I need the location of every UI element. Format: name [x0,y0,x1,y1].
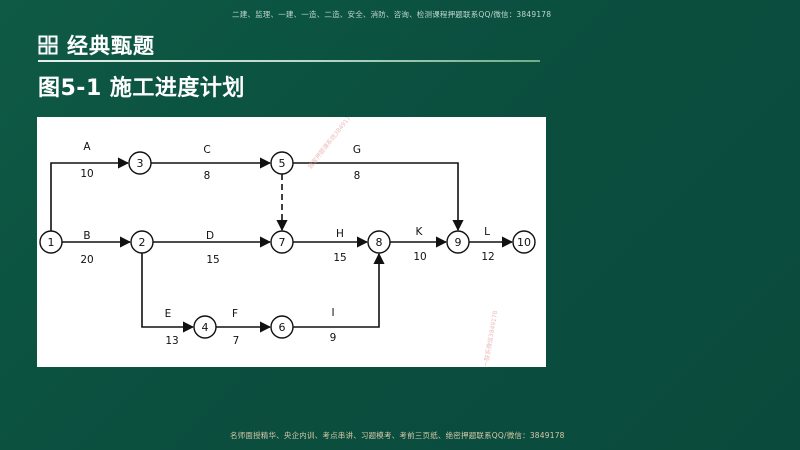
node-circle [130,230,154,254]
activity-label-C: C [203,144,210,156]
activity-duration-L: 12 [481,251,494,263]
activity-label-B: B [83,230,90,242]
node-2: 2 [130,230,154,254]
activity-duration-C: 8 [204,170,211,182]
node-10: 10 [512,230,536,254]
activity-arrow-E [141,253,195,333]
activity-duration-H: 15 [333,252,346,264]
node-number: 8 [376,236,383,249]
grid-icon [38,35,58,55]
node-6: 6 [270,315,294,339]
activity-duration-F: 7 [233,335,240,347]
activity-label-I: I [331,307,334,319]
top-contact-note: 二建、监理、一建、一造、二造、安全、消防、咨询、检测课程押题联系QQ/微信：38… [232,10,552,19]
node-circle [193,315,217,339]
activity-duration-B: 20 [80,254,93,266]
header-divider [38,60,540,62]
node-4: 4 [193,315,217,339]
activity-duration-G: 8 [354,170,361,182]
figure-title: 图5-1 施工进度计划 [38,76,245,101]
node-number: 7 [279,236,286,249]
activity-arrow-G [293,162,464,232]
node-number: 10 [517,236,531,249]
activity-label-D: D [206,230,214,242]
activity-arrow-I [293,252,385,328]
node-circle [128,151,152,175]
activity-label-A: A [83,141,91,153]
activity-label-G: G [353,144,361,156]
bottom-contact-note: 名师面授精华、央企内训、考点串讲、习题模考、考前三页纸、绝密押题联系QQ/微信：… [230,431,565,440]
activity-duration-E: 13 [165,335,178,347]
activity-duration-K: 10 [413,251,426,263]
node-circle [39,230,63,254]
node-circle [270,315,294,339]
watermark: 唯一联系微信3849178 [481,310,500,367]
node-3: 3 [128,151,152,175]
node-7: 7 [270,230,294,254]
node-number: 5 [279,157,286,170]
activity-duration-A: 10 [80,168,93,180]
node-number: 9 [455,236,462,249]
node-8: 8 [367,230,391,254]
node-number: 2 [139,236,146,249]
node-circle [270,151,294,175]
node-1: 1 [39,230,63,254]
activity-duration-D: 15 [206,254,219,266]
activity-label-K: K [416,226,424,238]
activity-label-L: L [484,226,490,238]
node-5: 5 [270,151,294,175]
node-circle [270,230,294,254]
activity-arrow-A [50,157,130,231]
node-number: 3 [137,157,144,170]
section-header: 经典甄题 [38,30,155,60]
node-9: 9 [446,230,470,254]
activity-duration-I: 9 [330,332,337,344]
activity-label-E: E [165,308,172,320]
node-number: 1 [48,236,55,249]
activity-label-F: F [232,308,238,320]
node-number: 6 [279,321,286,334]
node-circle [367,230,391,254]
activity-label-H: H [336,228,344,240]
node-number: 4 [202,321,209,334]
node-circle [512,230,536,254]
node-circle [446,230,470,254]
section-title: 经典甄题 [67,34,155,58]
